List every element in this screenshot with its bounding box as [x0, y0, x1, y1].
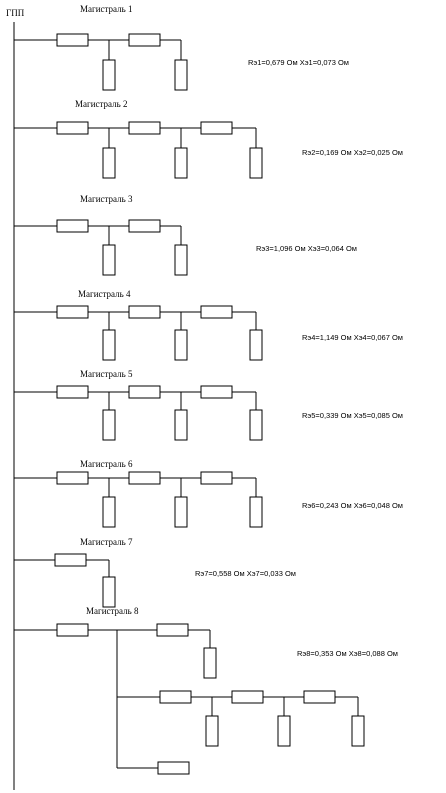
feeder-8-branch-resistor-2 — [231, 690, 264, 704]
feeder-2-load-resistor-3 — [249, 147, 263, 179]
feeder-6-series-resistor-1 — [56, 471, 89, 485]
feeder-3-load-resistor-1 — [102, 244, 116, 276]
feeder-7-title: Магистраль 7 — [80, 537, 133, 547]
feeder-5-series-resistor-1 — [56, 385, 89, 399]
feeder-5-load-resistor-1 — [102, 409, 116, 441]
feeder-6-load-resistor-1 — [102, 496, 116, 528]
feeder-8-series-resistor-2 — [156, 623, 189, 637]
feeder-2-series-resistor-1 — [56, 121, 89, 135]
feeder-2-series-resistor-3 — [200, 121, 233, 135]
feeder-2-series-resistor-2 — [128, 121, 161, 135]
feeder-8: Магистраль 8 Rэ8=0,353 Ом Хэ8=0,088 Ом — [14, 606, 398, 775]
feeder-3-series-resistor-2 — [128, 219, 161, 233]
feeder-5-params: Rэ5=0,339 Ом Хэ5=0,085 Ом — [302, 411, 403, 420]
feeder-8-branch-load-1 — [205, 715, 219, 747]
feeder-5-load-resistor-3 — [249, 409, 263, 441]
feeder-5: Магистраль 5 Rэ5=0,339 Ом Хэ5=0,085 Ом — [14, 369, 403, 441]
feeder-4-series-resistor-2 — [128, 305, 161, 319]
feeder-6-load-resistor-2 — [174, 496, 188, 528]
feeder-7-series-resistor-1 — [54, 553, 87, 567]
feeder-6: Магистраль 6 Rэ6=0,243 Ом Хэ6=0,048 Ом — [14, 459, 403, 528]
feeder-5-load-resistor-2 — [174, 409, 188, 441]
feeder-1-params: Rэ1=0,679 Ом Хэ1=0,073 Ом — [248, 58, 349, 67]
feeder-4-series-resistor-1 — [56, 305, 89, 319]
feeder-6-load-resistor-3 — [249, 496, 263, 528]
feeder-8-branch-load-2 — [277, 715, 291, 747]
feeder-4-load-resistor-2 — [174, 329, 188, 361]
feeder-8-bottom-resistor — [157, 761, 190, 775]
feeder-5-series-resistor-3 — [200, 385, 233, 399]
feeder-6-params: Rэ6=0,243 Ом Хэ6=0,048 Ом — [302, 501, 403, 510]
feeder-6-title: Магистраль 6 — [80, 459, 133, 469]
feeder-2-load-resistor-1 — [102, 147, 116, 179]
feeder-6-series-resistor-2 — [128, 471, 161, 485]
feeder-4: Магистраль 4 Rэ4=1,149 Ом Хэ4=0,067 Ом — [14, 289, 403, 361]
feeder-3-title: Магистраль 3 — [80, 194, 133, 204]
feeder-1-title: Магистраль 1 — [80, 4, 132, 14]
source-label: ГПП — [6, 8, 25, 18]
feeder-2: Магистраль 2 Rэ2=0,169 Ом Хэ2=0,025 Ом — [14, 99, 403, 179]
feeder-1-load-resistor-1 — [102, 59, 116, 91]
feeder-7-params: Rэ7=0,558 Ом Хэ7=0,033 Ом — [195, 569, 296, 578]
feeder-4-title: Магистраль 4 — [78, 289, 131, 299]
feeder-4-load-resistor-1 — [102, 329, 116, 361]
feeder-6-series-resistor-3 — [200, 471, 233, 485]
feeder-8-branch-resistor-1 — [159, 690, 192, 704]
feeder-5-title: Магистраль 5 — [80, 369, 133, 379]
feeder-1-series-resistor-1 — [56, 33, 89, 47]
feeder-1-series-resistor-2 — [128, 33, 161, 47]
feeder-3-load-resistor-2 — [174, 244, 188, 276]
feeder-8-branch-resistor-3 — [303, 690, 336, 704]
feeder-5-series-resistor-2 — [128, 385, 161, 399]
feeder-2-load-resistor-2 — [174, 147, 188, 179]
feeder-1: Магистраль 1 Rэ1=0,679 Ом Хэ1=0,073 Ом — [14, 4, 349, 91]
feeder-4-load-resistor-3 — [249, 329, 263, 361]
feeder-8-branch-load-3 — [351, 715, 365, 747]
feeder-4-series-resistor-3 — [200, 305, 233, 319]
feeder-3-series-resistor-1 — [56, 219, 89, 233]
feeder-4-params: Rэ4=1,149 Ом Хэ4=0,067 Ом — [302, 333, 403, 342]
feeder-3-params: Rэ3=1,096 Ом Хэ3=0,064 Ом — [256, 244, 357, 253]
feeder-8-title: Магистраль 8 — [86, 606, 139, 616]
feeder-2-title: Магистраль 2 — [75, 99, 127, 109]
feeder-1-load-resistor-2 — [174, 59, 188, 91]
feeder-2-params: Rэ2=0,169 Ом Хэ2=0,025 Ом — [302, 148, 403, 157]
feeder-3: Магистраль 3 Rэ3=1,096 Ом Хэ3=0,064 Ом — [14, 194, 357, 276]
feeder-8-load-resistor-1 — [203, 647, 217, 679]
feeder-7: Магистраль 7 Rэ7=0,558 Ом Хэ7=0,033 Ом — [14, 537, 296, 608]
feeder-8-params: Rэ8=0,353 Ом Хэ8=0,088 Ом — [297, 649, 398, 658]
feeder-7-load-resistor-1 — [102, 576, 116, 608]
feeder-8-series-resistor-1 — [56, 623, 89, 637]
